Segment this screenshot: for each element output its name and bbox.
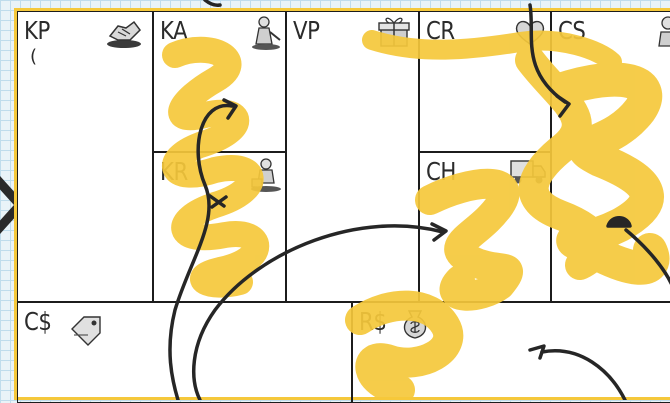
- canvas-board: KP ( KA KR: [14, 8, 670, 400]
- truck-icon: [508, 153, 548, 191]
- key-resources-label: KR: [160, 157, 188, 186]
- channels-label: CH: [426, 157, 456, 186]
- key-partners-label: KP: [24, 16, 50, 45]
- price-tag-icon: [66, 309, 106, 347]
- gift-icon: [375, 14, 415, 52]
- factory-icon: [246, 155, 286, 193]
- channels-block[interactable]: CH: [419, 152, 551, 302]
- customer-segments-label: CS: [558, 16, 585, 45]
- value-propositions-label: VP: [293, 16, 320, 45]
- value-propositions-block[interactable]: VP: [286, 11, 419, 302]
- revenue-streams-label: R$: [359, 307, 386, 336]
- heart-icon: [510, 14, 550, 52]
- cost-structure-block[interactable]: C$: [17, 302, 352, 403]
- key-activities-block[interactable]: KA: [153, 11, 286, 152]
- key-partners-note: (: [30, 46, 37, 67]
- key-activities-label: KA: [160, 16, 187, 45]
- worker-icon: [246, 14, 286, 52]
- handshake-icon: [104, 14, 144, 52]
- money-bag-icon: [395, 305, 435, 343]
- key-resources-block[interactable]: KR: [153, 152, 286, 302]
- revenue-streams-block[interactable]: R$: [352, 302, 670, 403]
- cost-structure-label: C$: [24, 307, 52, 336]
- customer-relationships-block[interactable]: CR: [419, 11, 551, 152]
- top-stroke: [205, 0, 220, 5]
- customer-relationships-label: CR: [426, 16, 455, 45]
- person-icon: [648, 14, 670, 52]
- customer-segments-block[interactable]: CS: [551, 11, 670, 302]
- key-partners-block[interactable]: KP (: [17, 11, 153, 302]
